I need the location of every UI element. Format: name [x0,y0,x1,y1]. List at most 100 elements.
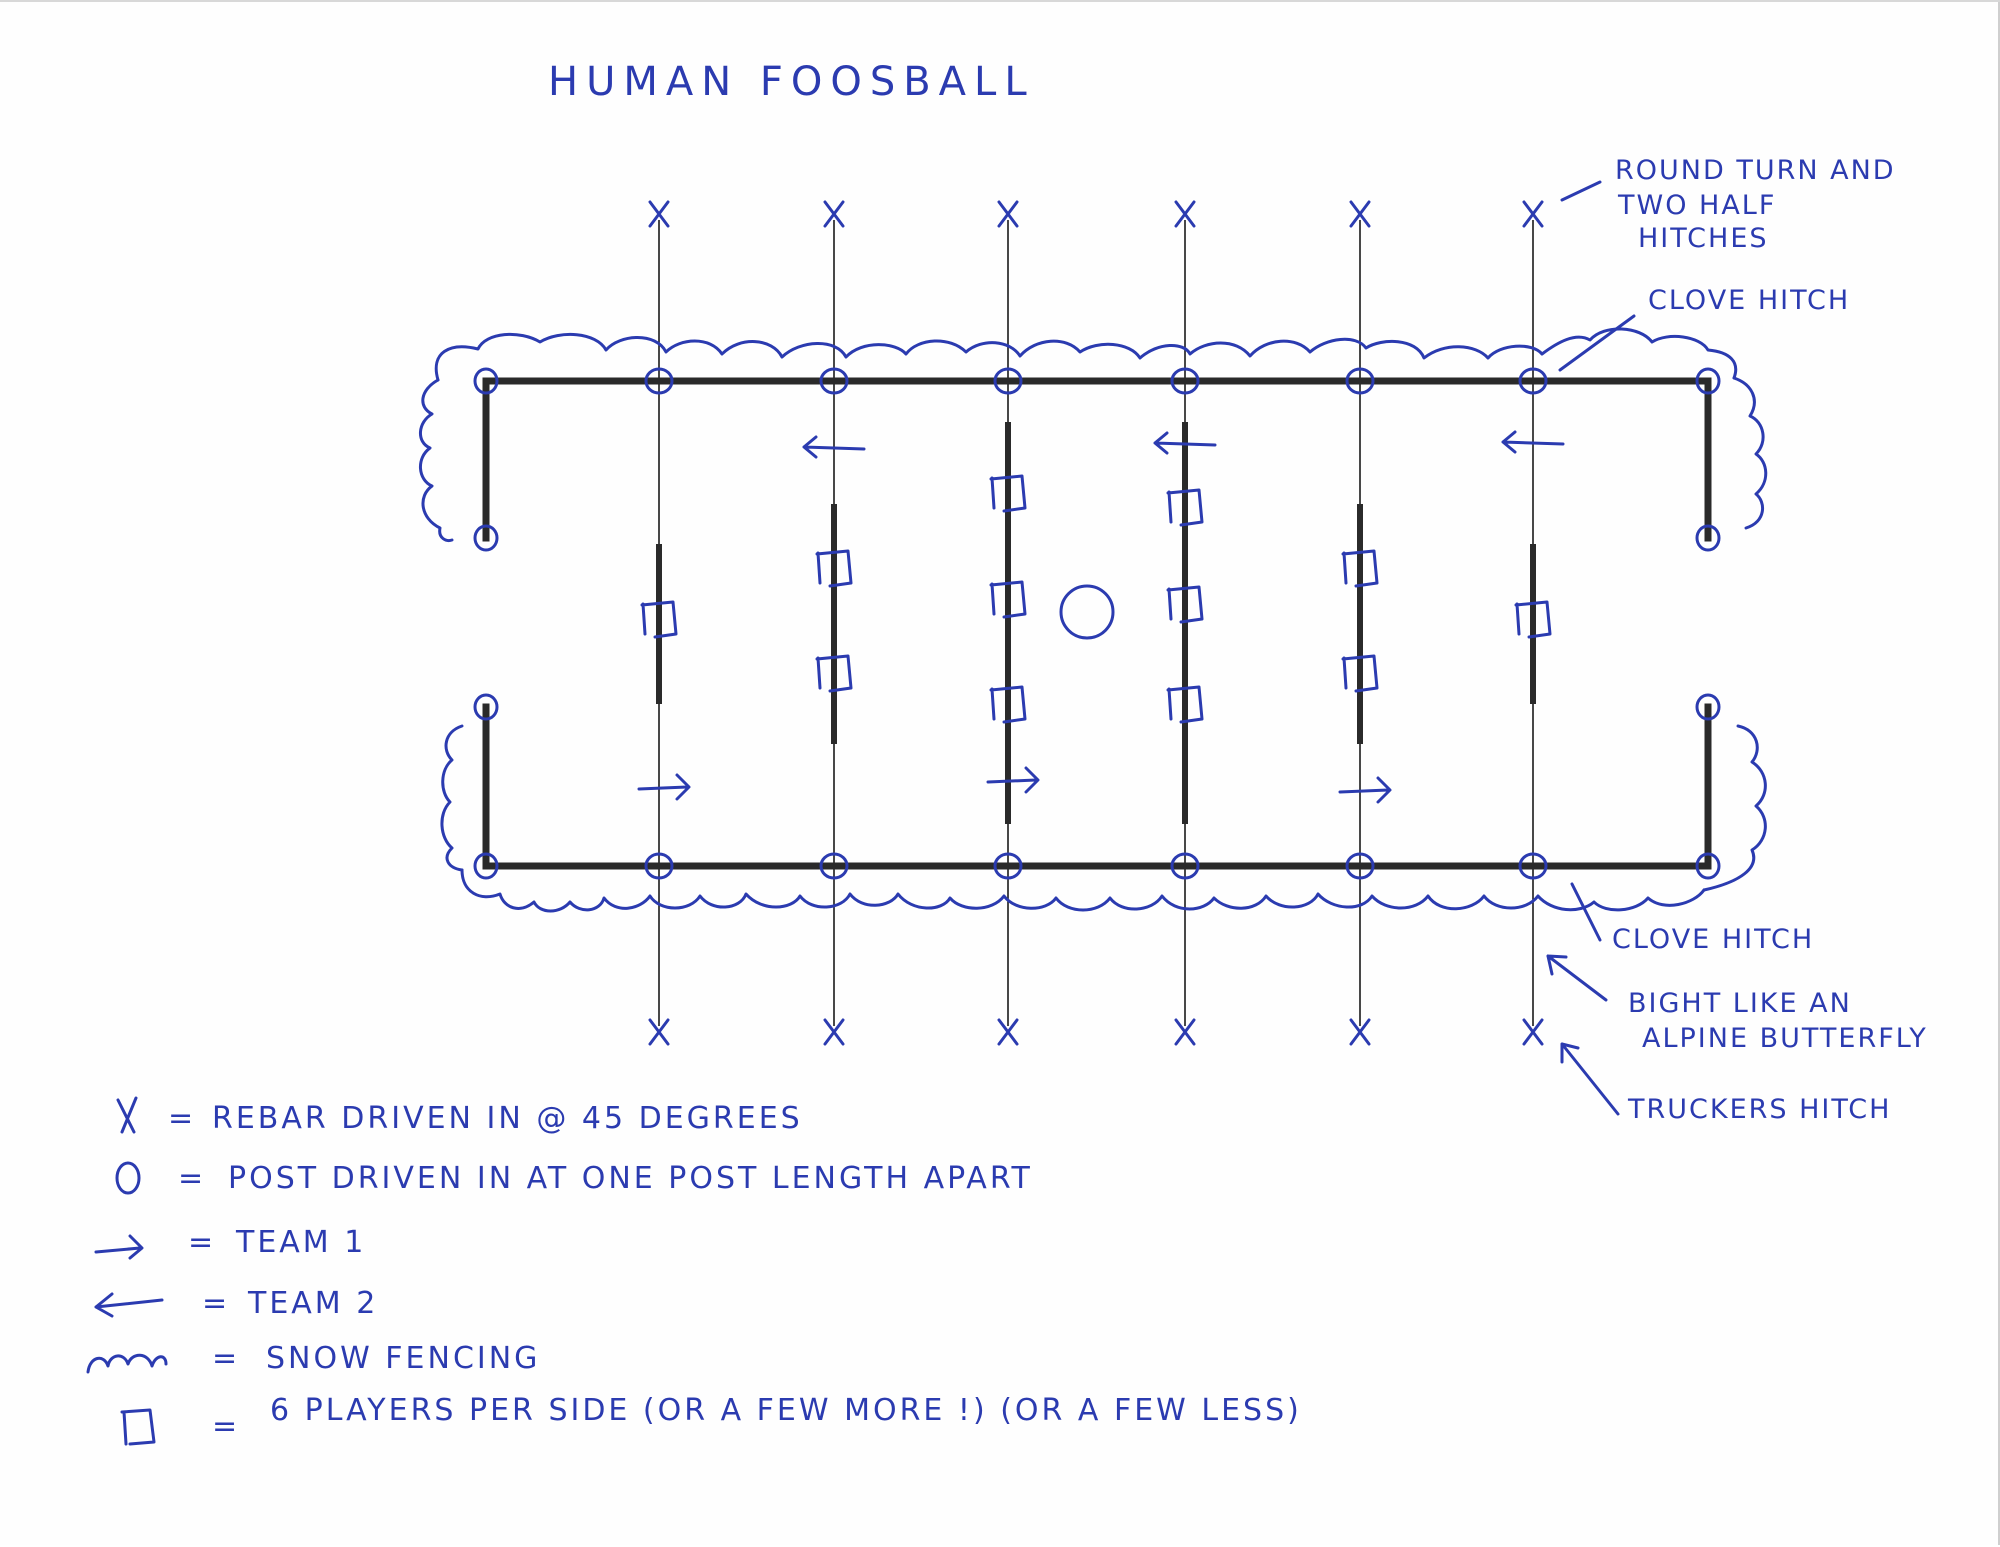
snow-fence-bottom-left [440,724,464,872]
player-square-icon [1514,600,1552,639]
post-icon [1518,852,1548,880]
post-o-icon [115,1161,141,1195]
player-square-icon [989,580,1027,619]
snow-fence-top [434,327,1738,382]
team2-arrow-icon [802,435,866,459]
team1-arrow-icon [94,1234,144,1260]
legend-item-players: = 6 PLAYERS PER SIDE (OR A FEW MORE !) (… [120,1393,1302,1446]
rebar-x-icon [116,1096,138,1134]
player-square-icon [1341,654,1379,693]
post-icon [1170,852,1200,880]
clove-hitch-top-leader-line [1558,314,1636,372]
legend-equals: = [178,1161,206,1196]
player-square-icon [989,685,1027,724]
legend-equals: = [212,1341,240,1376]
team-arrows [637,430,1565,804]
rebar-x-icon [1522,200,1544,228]
legend-item-snow-fence: = SNOW FENCING [86,1341,540,1376]
post-icon [1695,693,1721,721]
clove-hitch-top-label: CLOVE HITCH [1648,285,1850,316]
legend-item-team1: = TEAM 1 [94,1225,366,1260]
rebar-x-icon [1174,200,1196,228]
clove-hitch-bottom-leader-line [1570,882,1602,942]
team2-arrow-icon [94,1292,164,1318]
bight-line-2: ALPINE BUTTERFLY [1642,1023,1928,1054]
player-square-icon [989,474,1027,513]
team2-arrow-icon [1501,430,1565,454]
player-square-icon [815,654,853,693]
post-icon [993,852,1023,880]
post-icon [644,367,674,395]
rebar-x-icon [997,200,1019,228]
snow-fence-top-left [419,378,454,542]
rebar-x-icon [997,1018,1019,1046]
player-rods [656,422,1536,824]
legend-item-rebar: = REBAR DRIVEN IN @ 45 DEGREES [116,1096,803,1136]
legend-equals: = [202,1286,230,1321]
post-icon [473,852,499,880]
legend-equals: = [168,1101,196,1136]
snow-fence-bottom-right [1702,724,1767,892]
post-icon [473,693,499,721]
post-icon [1695,524,1721,552]
player-square-icon [815,549,853,588]
round-turn-line-1: ROUND TURN AND [1615,155,1896,186]
post-icon [473,524,499,552]
post-icon [1345,852,1375,880]
team1-arrow-icon [986,766,1040,794]
legend-label-rebar: REBAR DRIVEN IN @ 45 DEGREES [212,1101,803,1136]
snow-fencing [419,327,1768,913]
legend-label-post: POST DRIVEN IN AT ONE POST LENGTH APART [228,1161,1033,1196]
rebar-x-icon [1522,1018,1544,1046]
player-square-icon [120,1408,156,1446]
post-icon [819,852,849,880]
round-turn-line-3: HITCHES [1638,223,1769,254]
rebar-x-icon [1174,1018,1196,1046]
post-icon [1695,367,1721,395]
post-icon [1170,367,1200,395]
bottom-boundary-rope [482,703,1712,870]
player-square-icon [1341,549,1379,588]
post-icon [1345,367,1375,395]
post-icon [1518,367,1548,395]
post-icon [644,852,674,880]
ball-icon [1059,584,1115,640]
truckers-hitch-arrow-icon [1560,1042,1620,1116]
round-turn-leader-line [1560,180,1602,202]
team1-arrow-icon [637,773,691,801]
post-icon [819,367,849,395]
player-square-icon [640,600,678,639]
top-boundary-rope [482,377,1712,542]
rebar-markers [648,200,1544,1046]
snow-fence-icon [86,1353,168,1374]
post-icon [473,367,499,395]
legend-label-team2: TEAM 2 [247,1286,378,1321]
bight-arrow-icon [1546,954,1608,1002]
diagram-title: HUMAN FOOSBALL [548,59,1035,105]
truckers-hitch-label: TRUCKERS HITCH [1627,1094,1891,1125]
bight-line-1: BIGHT LIKE AN [1628,988,1852,1019]
snow-fence-top-right [1732,376,1768,530]
team1-arrow-icon [1338,776,1392,804]
legend-equals: = [188,1225,216,1260]
legend-label-team1: TEAM 1 [235,1225,366,1260]
clove-hitch-bottom-label: CLOVE HITCH [1612,924,1814,955]
player-square-icon [1166,585,1204,624]
round-turn-line-2: TWO HALF [1617,190,1776,221]
legend-label-snow-fence: SNOW FENCING [266,1341,540,1376]
post-icon [993,367,1023,395]
rebar-x-icon [1349,1018,1371,1046]
boundary-rope [482,377,1712,870]
player-markers [640,474,1552,724]
legend-item-team2: = TEAM 2 [94,1286,378,1321]
post-markers [473,367,1721,880]
post-icon [1695,852,1721,880]
legend-label-players: 6 PLAYERS PER SIDE (OR A FEW MORE !) (OR… [270,1393,1302,1428]
rebar-x-icon [648,200,670,228]
rebar-x-icon [823,1018,845,1046]
rebar-x-icon [1349,200,1371,228]
rebar-x-icon [823,200,845,228]
knot-annotations: ROUND TURN AND TWO HALF HITCHES CLOVE HI… [1546,155,1928,1125]
